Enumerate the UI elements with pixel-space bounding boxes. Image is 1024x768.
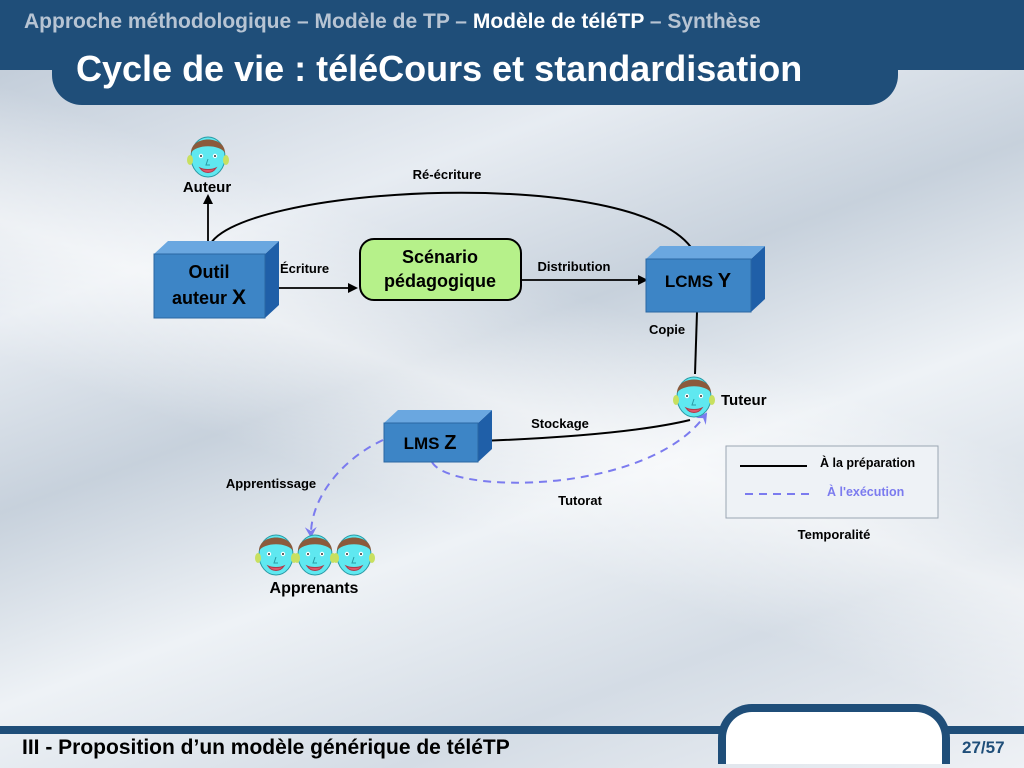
- footer-title: III - Proposition d’un modèle générique …: [22, 736, 510, 759]
- auteur-label: Auteur: [183, 179, 231, 196]
- legend-preparation-label: À la préparation: [820, 455, 915, 470]
- edge-reecriture: [207, 191, 698, 259]
- outil-auteur-node: Outil auteur X: [153, 241, 279, 319]
- apprenant-face-icon: [254, 534, 298, 576]
- footer-line: [0, 726, 1024, 734]
- footer-tab: [718, 704, 950, 764]
- page-number: 27/57: [962, 738, 1005, 757]
- lms-label-var: Z: [444, 432, 456, 454]
- reecriture-label: Ré-écriture: [413, 167, 482, 182]
- legend: À la préparation À l'exécution: [725, 445, 939, 519]
- apprenant-face-icon: [293, 534, 337, 576]
- ecriture-label: Écriture: [280, 261, 329, 276]
- lms-label: LMS Z: [404, 432, 457, 454]
- breadcrumb: Approche méthodologique – Modèle de TP –…: [24, 10, 761, 34]
- lms-label-text: LMS: [404, 434, 440, 453]
- outil-label-auteur: auteur: [172, 288, 227, 308]
- distribution-label: Distribution: [538, 259, 611, 274]
- legend-caption: Temporalité: [798, 527, 871, 542]
- breadcrumb-part: – Synthèse: [644, 10, 761, 33]
- outil-label-1: Outil: [189, 262, 230, 282]
- edge-apprentissage: [304, 439, 384, 538]
- scenario-node: Scénario pédagogique: [359, 238, 522, 301]
- edge-stockage: [478, 419, 691, 446]
- outil-label-var: X: [232, 286, 246, 309]
- copie-label: Copie: [649, 322, 685, 337]
- tuteur-face-icon: [672, 376, 716, 418]
- legend-execution-label: À l'exécution: [827, 484, 904, 499]
- lms-node: LMS Z: [383, 410, 492, 463]
- scenario-label-1: Scénario: [402, 247, 478, 267]
- lcms-node: LCMS Y: [645, 246, 765, 313]
- title-tab: [52, 44, 898, 105]
- stockage-label: Stockage: [531, 416, 589, 431]
- edge-tutorat: [431, 412, 708, 484]
- lcms-label: LCMS Y: [665, 270, 732, 292]
- auteur-face-icon: [186, 136, 230, 178]
- tuteur-label: Tuteur: [721, 392, 767, 409]
- apprenant-face-icon: [332, 534, 376, 576]
- scenario-label-2: pédagogique: [384, 271, 496, 291]
- apprentissage-label: Apprentissage: [226, 476, 316, 491]
- lcms-label-var: Y: [718, 270, 732, 292]
- outil-label-2: auteur X: [172, 286, 246, 309]
- apprenants-label: Apprenants: [270, 580, 359, 597]
- edge-copie: [694, 311, 698, 375]
- page-title: Cycle de vie : téléCours et standardisat…: [76, 48, 803, 89]
- breadcrumb-part: Approche méthodologique – Modèle de TP –: [24, 10, 473, 33]
- tutorat-label: Tutorat: [558, 493, 602, 508]
- lcms-label-text: LCMS: [665, 272, 713, 291]
- breadcrumb-current: Modèle de téléTP: [472, 10, 644, 33]
